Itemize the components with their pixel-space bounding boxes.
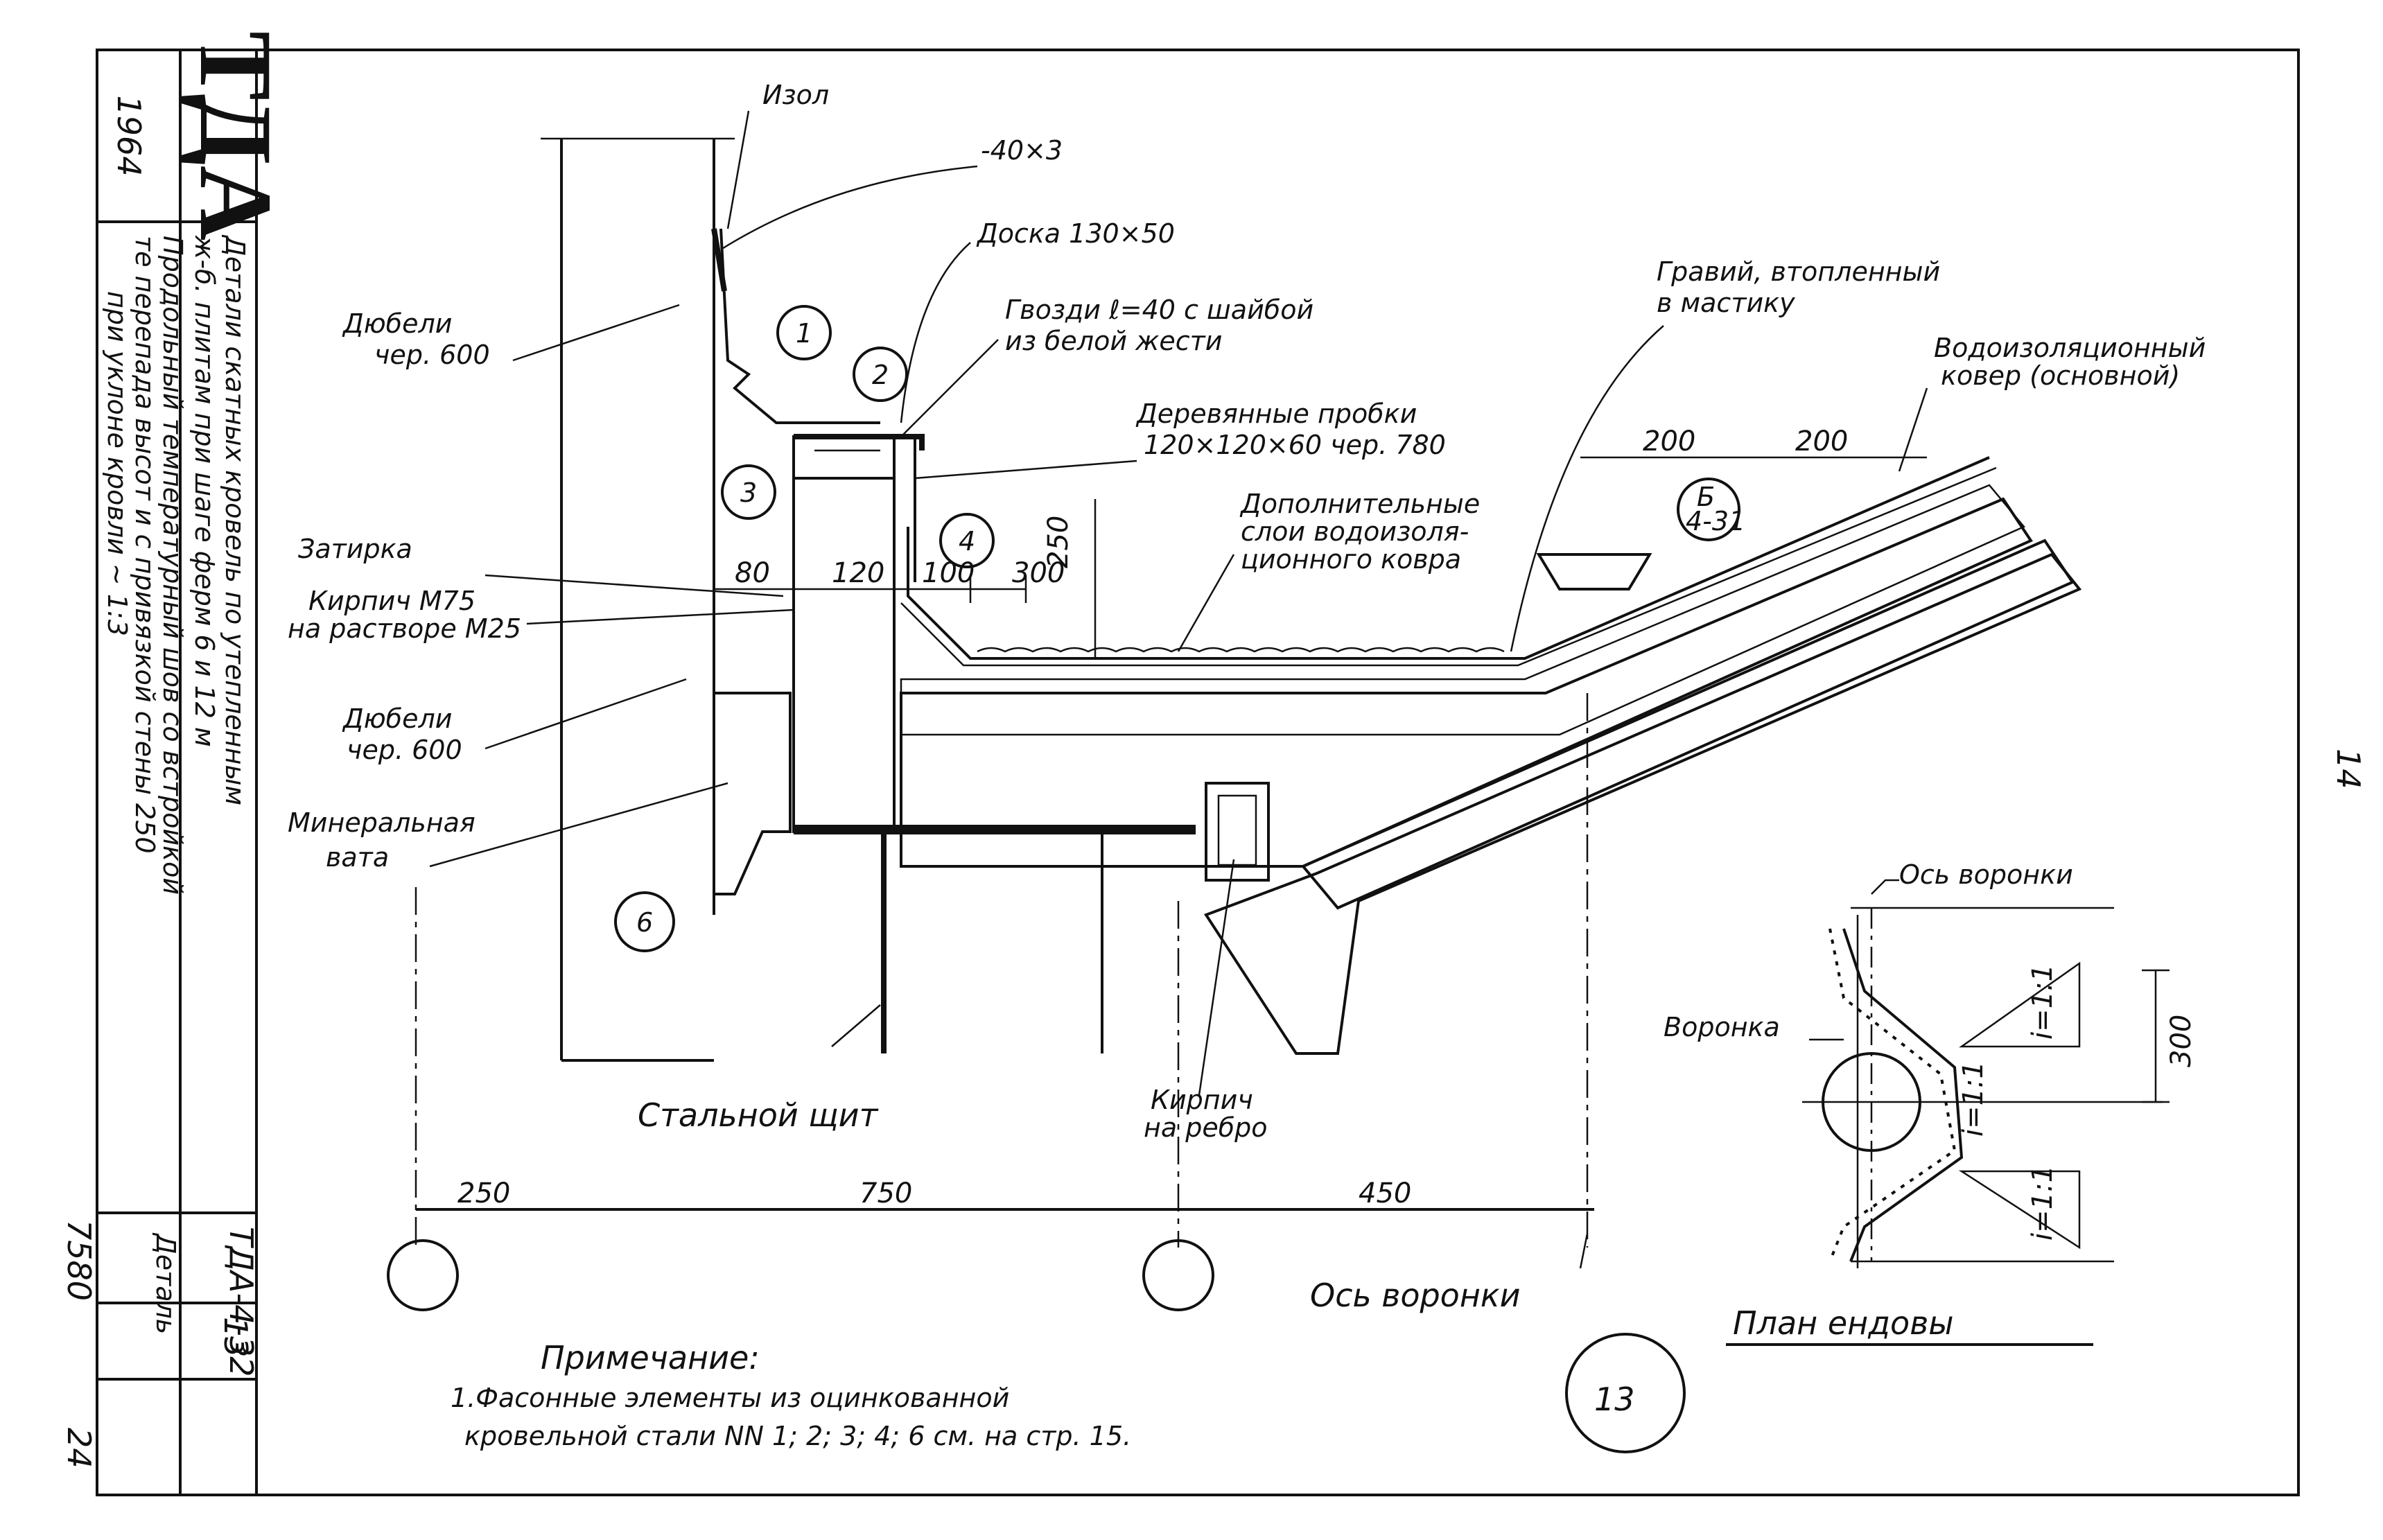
label-main-carpet-2: ковер (основной) (1941, 360, 2180, 391)
detail-circle (1565, 1333, 1686, 1453)
year: 1964 (110, 95, 148, 176)
callout-4: 4 (959, 526, 975, 557)
label-funnel-axis: Ось воронки (1310, 1277, 1521, 1314)
label-steel-shield: Стальной щит (638, 1096, 879, 1134)
label-brick-edge-2: на ребро (1144, 1112, 1268, 1143)
label-gravel-1: Гравий, втопленный (1657, 256, 1940, 287)
dimension-lines (416, 456, 1927, 1211)
valley-plan (1726, 879, 2170, 1346)
callout-1: 1 (796, 318, 812, 349)
title-line-1: Детали скатных кровель по утепленным (220, 234, 250, 805)
title-block: ТДА 1964 Детали скатных кровель по утепл… (60, 31, 2367, 1469)
label-wood-plugs-2: 120×120×60 чер. 780 (1144, 430, 1446, 460)
label-plan-300: 300 (2165, 1015, 2197, 1067)
org-logo: ТДА (178, 31, 293, 240)
label-nails-1: Гвозди ℓ=40 с шайбой (1005, 295, 1313, 325)
archive-number: 7580 (60, 1220, 98, 1301)
dim-300: 300 (1012, 557, 1065, 589)
callout-3: 3 (740, 478, 757, 508)
page-side: 14 (2330, 749, 2367, 789)
label-nails-2: из белой жести (1005, 326, 1222, 356)
label-mineral-wool-1: Минеральная (288, 807, 475, 838)
dim-120: 120 (832, 557, 884, 589)
axis-bubble-2 (1142, 1239, 1214, 1311)
callout-2: 2 (872, 360, 889, 390)
label-plaster: Затирка (298, 534, 412, 564)
detail-circle-number: 13 (1594, 1381, 1635, 1418)
label-brick-1: Кирпич М75 (308, 586, 475, 616)
dim-250-vertical: 250 (1042, 516, 1074, 568)
label-board: Доска 130×50 (976, 218, 1175, 249)
page-bottom: 24 (60, 1428, 98, 1469)
callouts: 1 2 3 4 6 Б 4-31 (614, 305, 1745, 952)
funnel-circle (1822, 1052, 1921, 1152)
leaders (429, 110, 1928, 1269)
label-brick-edge-1: Кирпич (1151, 1085, 1253, 1115)
dim-750: 750 (859, 1178, 912, 1209)
detail-number: 13 (217, 1317, 254, 1358)
label-izol: Изол (762, 80, 829, 110)
dim-200-b: 200 (1795, 426, 1848, 457)
label-gravel-2: в мастику (1657, 288, 1795, 318)
sheet-frame (96, 49, 2300, 1496)
callout-b-ref: 4-31 (1686, 506, 1745, 536)
label-wood-plugs-1: Деревянные пробки (1135, 399, 1417, 429)
label-slope-1: i=1:1 (2027, 964, 2059, 1040)
callout-6: 6 (636, 907, 653, 938)
title-line-2: ж-б. плитам при шаге ферм 6 и 12 м (189, 235, 220, 747)
note-line-1: 1.Фасонные элементы из оцинкованной (451, 1383, 1009, 1413)
label-dowels-top-1: Дюбели (342, 308, 452, 339)
dim-100: 100 (922, 557, 975, 589)
label-funnel-axis-plan: Ось воронки (1899, 859, 2073, 890)
label-slope-3: i=1:1 (2027, 1165, 2059, 1241)
dim-250: 250 (457, 1178, 510, 1209)
wall-section (414, 137, 2082, 1248)
label-extra-layers-2: слои водоизоля- (1241, 516, 1469, 547)
label-slope-2: i=1:1 (1957, 1061, 1989, 1137)
label-dowels-top-2: чер. 600 (374, 340, 490, 370)
callout-b: Б (1697, 482, 1715, 512)
label-extra-layers-3: ционного ковра (1241, 544, 1461, 575)
label-funnel: Воронка (1664, 1012, 1780, 1042)
axis-bubble-1 (387, 1239, 459, 1311)
title-line-3: Продольный температурный шов со встройко… (157, 236, 188, 895)
note-title: Примечание: (541, 1339, 760, 1376)
label-strip: -40×3 (981, 135, 1063, 166)
label-dowels-bottom-2: чер. 600 (347, 735, 462, 765)
detail-label: Деталь (150, 1232, 181, 1334)
label-extra-layers-1: Дополнительные (1239, 489, 1480, 519)
title-line-5: при уклоне кровли ~ 1:3 (102, 291, 132, 636)
label-mineral-wool-2: вата (326, 842, 389, 873)
dim-450: 450 (1359, 1178, 1411, 1209)
label-dowels-bottom-1: Дюбели (342, 703, 452, 734)
label-main-carpet-1: Водоизоляционный (1934, 333, 2206, 363)
title-line-4: те перепада высот и с привязкой стены 25… (130, 236, 160, 854)
doc-code: ТДА-4-32 (222, 1227, 260, 1377)
label-brick-2: на растворе М25 (288, 613, 521, 644)
label-valley-plan: План ендовы (1733, 1304, 1954, 1342)
dim-200-a: 200 (1643, 426, 1695, 457)
note-line-2: кровельной стали NN 1; 2; 3; 4; 6 см. на… (464, 1421, 1131, 1451)
dim-80: 80 (735, 557, 770, 589)
